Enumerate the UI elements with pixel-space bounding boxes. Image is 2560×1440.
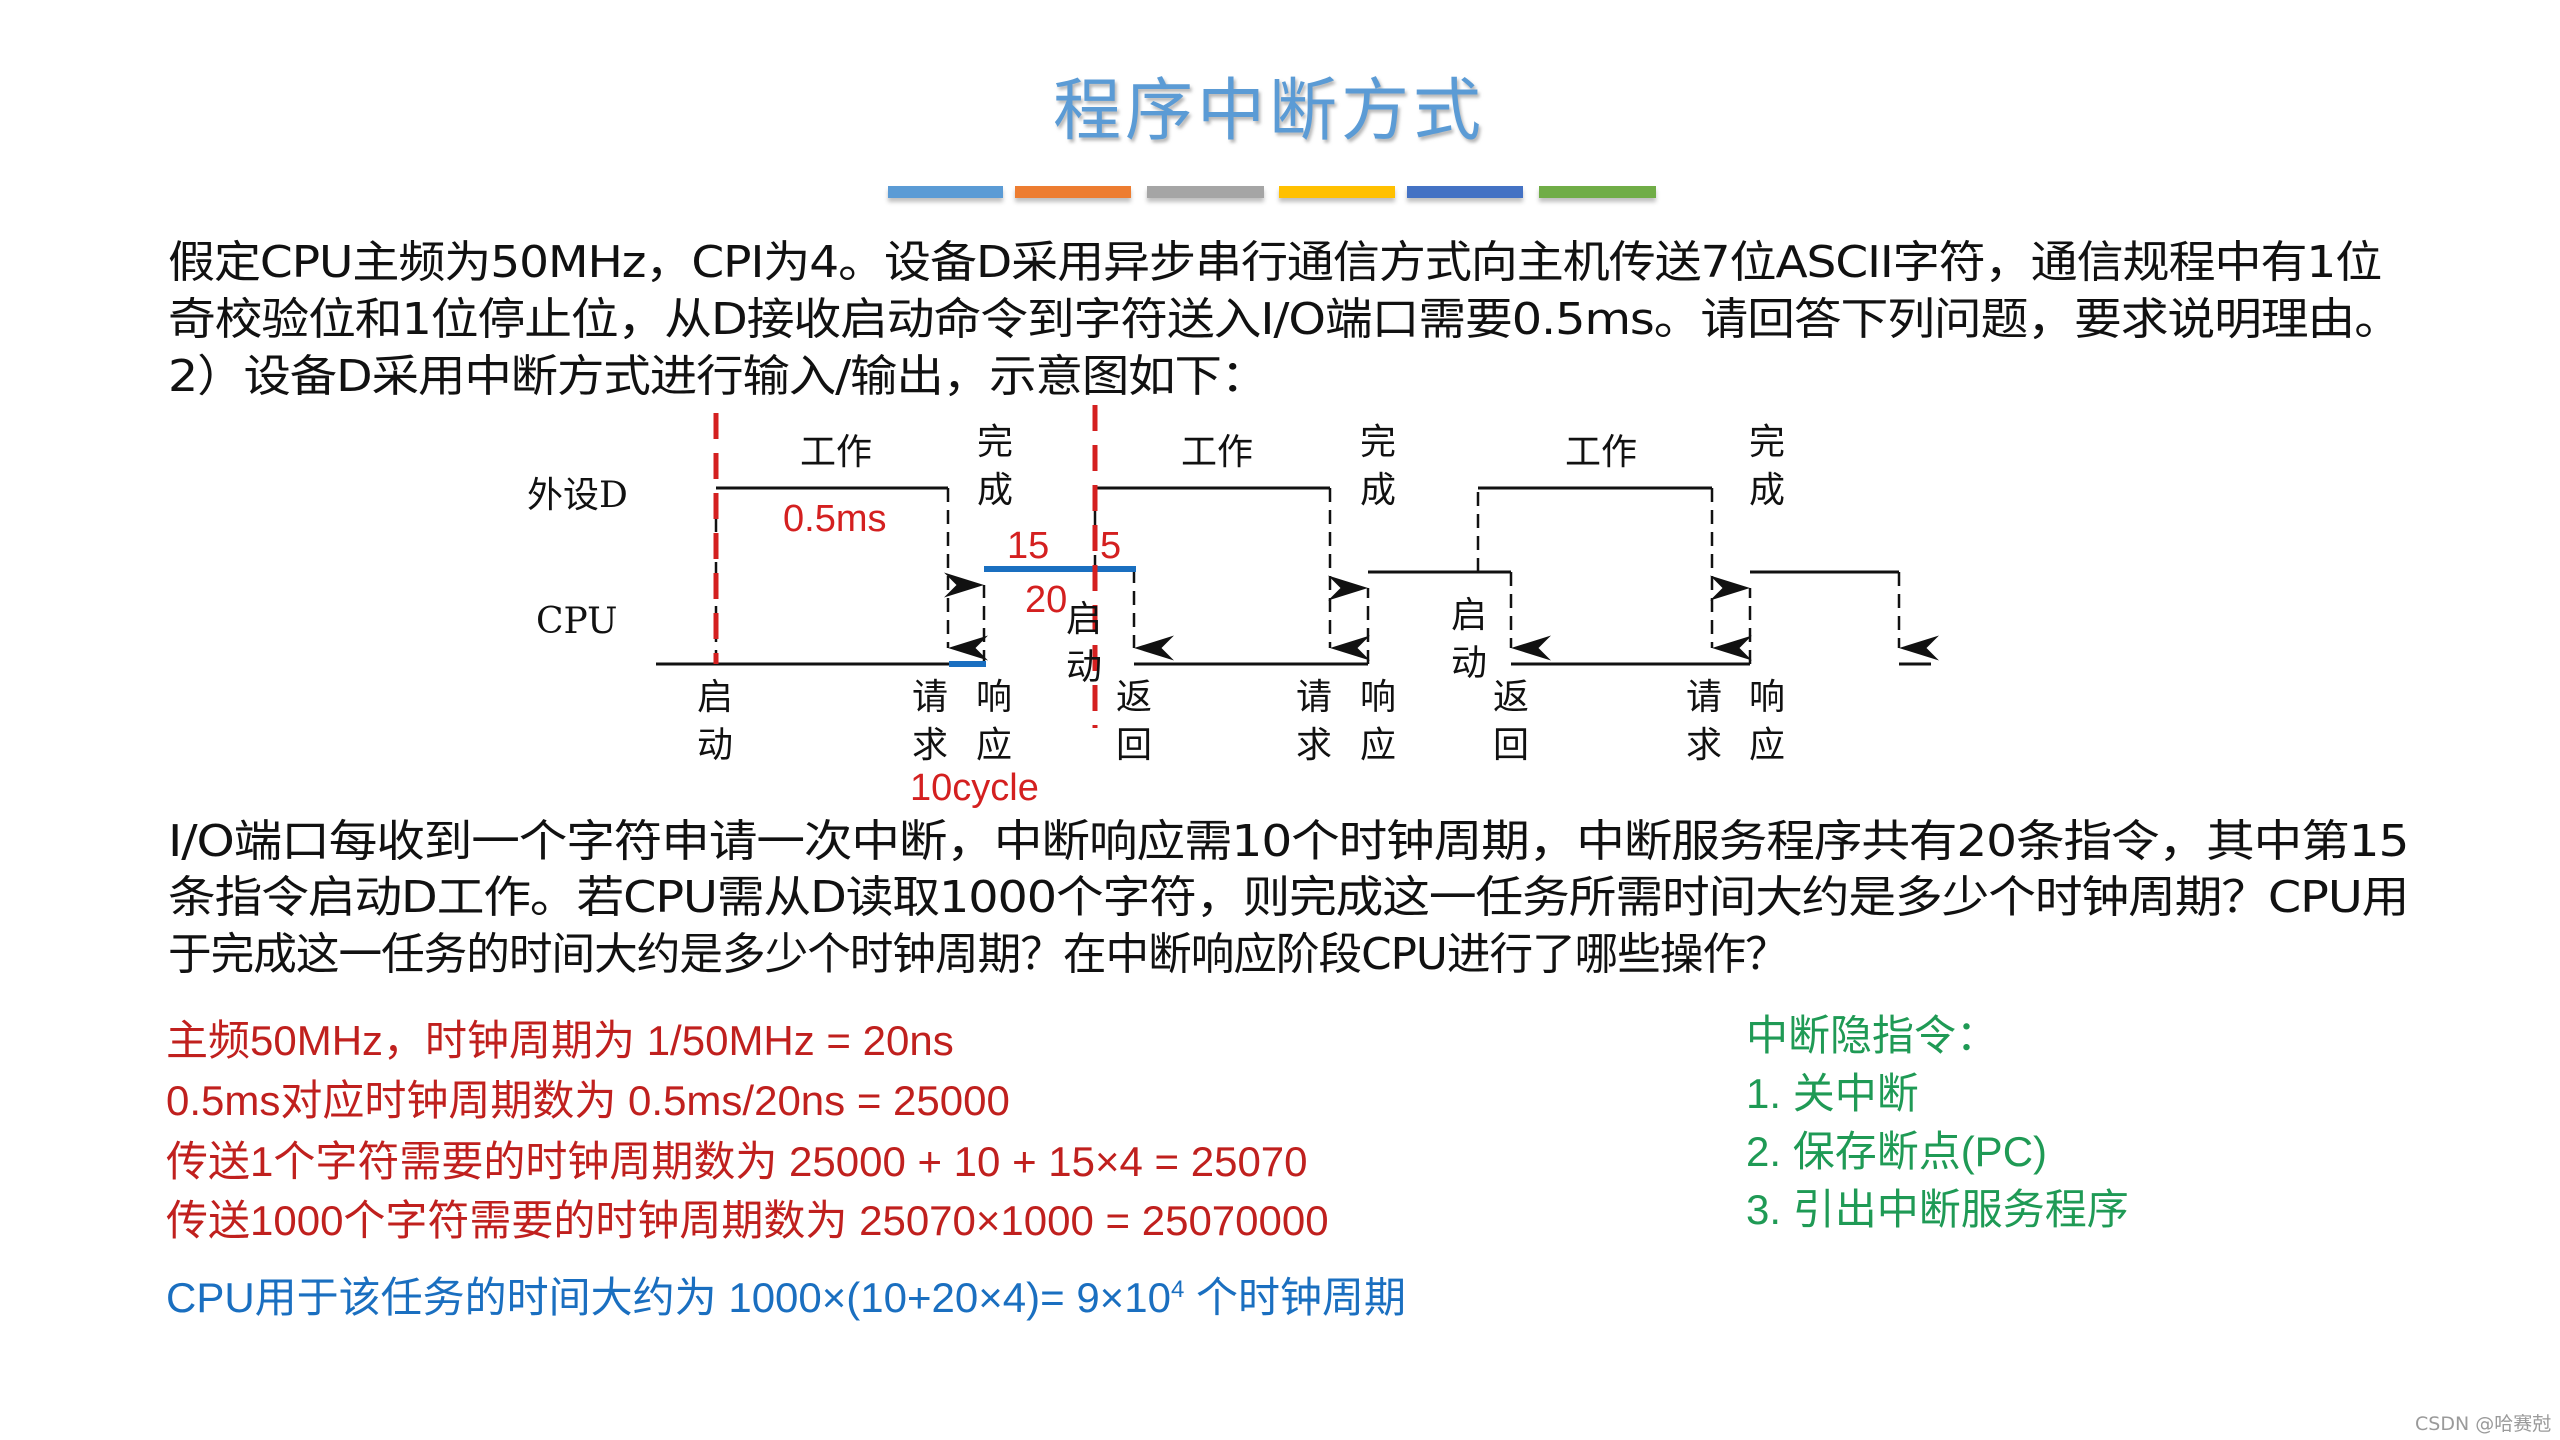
instructions-before-start-annotation: 15 <box>1007 525 1050 567</box>
done-label: 完成 <box>976 422 1013 511</box>
done-label: 完成 <box>1748 422 1785 511</box>
hidden-instruction-item: 3. 引出中断服务程序 <box>1746 1186 2129 1233</box>
title-bar-gray <box>1147 186 1264 198</box>
problem-line: 条指令启动D工作。若CPU需从D读取1000个字符，则完成这一任务所需时间大约是… <box>168 872 2409 923</box>
question-line: 奇校验位和1位停止位，从D接收启动命令到字符送入I/O端口需要0.5ms。请回答… <box>168 294 2402 345</box>
hidden-instruction-item: 2. 保存断点(PC) <box>1746 1128 2048 1175</box>
title-bar-blue <box>888 186 1003 198</box>
problem-line: 于完成这一任务的时间大约是多少个时钟周期？在中断响应阶段CPU进行了哪些操作？ <box>168 929 1789 980</box>
bottom-label-request: 请求 <box>1295 677 1332 766</box>
title-bar-yellow <box>1279 186 1395 198</box>
bottom-label-response: 响应 <box>1359 677 1396 766</box>
response-cycles-annotation: 10cycle <box>910 767 1039 809</box>
cpu-row-label: CPU <box>536 601 618 642</box>
hidden-instruction-item: 1. 关中断 <box>1746 1070 1919 1117</box>
bottom-label-request: 请求 <box>1685 677 1722 766</box>
problem-line: I/O端口每收到一个字符申请一次中断，中断响应需10个时钟周期，中断服务程序共有… <box>168 816 2409 867</box>
start-label-mid: 启动 <box>1065 599 1102 688</box>
solution-line: 传送1个字符需要的时钟周期数为 25000 + 10 + 15×4 = 2507… <box>166 1138 1308 1185</box>
isr-total-instructions-annotation: 20 <box>1025 579 1068 621</box>
question-line: 假定CPU主频为50MHz，CPI为4。设备D采用异步串行通信方式向主机传送7位… <box>168 237 2382 288</box>
title-bar-darkblue <box>1407 186 1523 198</box>
instructions-after-start-annotation: 5 <box>1100 525 1122 567</box>
device-row-label: 外设D <box>527 475 628 516</box>
work-label: 工作 <box>800 432 873 473</box>
solution-line: 传送1000个字符需要的时钟周期数为 25070×1000 = 25070000 <box>166 1197 1329 1244</box>
hidden-instruction-heading: 中断隐指令： <box>1746 1012 1999 1059</box>
bottom-label-start: 启动 <box>696 677 733 766</box>
watermark: CSDN @哈赛尅 <box>2415 1413 2552 1435</box>
page-title: 程序中断方式 <box>1053 72 1486 151</box>
done-label: 完成 <box>1359 422 1396 511</box>
title-bar-green <box>1539 186 1656 198</box>
solution-line: 主频50MHz，时钟周期为 1/50MHz = 20ns <box>166 1017 954 1064</box>
question-line: 2）设备D采用中断方式进行输入/输出，示意图如下： <box>168 351 1268 402</box>
bottom-label-return: 返回 <box>1115 677 1152 766</box>
bottom-label-response: 响应 <box>1748 677 1785 766</box>
solution-line: 0.5ms对应时钟周期数为 0.5ms/20ns = 25000 <box>166 1077 1010 1124</box>
work-label: 工作 <box>1565 432 1638 473</box>
bottom-label-response: 响应 <box>975 677 1012 766</box>
bottom-label-return: 返回 <box>1492 677 1529 766</box>
work-label: 工作 <box>1181 432 1254 473</box>
work-time-annotation: 0.5ms <box>783 498 887 540</box>
bottom-label-request: 请求 <box>911 677 948 766</box>
start-label-mid: 启动 <box>1450 595 1487 684</box>
title-bar-orange <box>1015 186 1131 198</box>
cpu-time-answer: CPU用于该任务的时间大约为 1000×(10+20×4)= 9×104 个时钟… <box>166 1274 1406 1321</box>
